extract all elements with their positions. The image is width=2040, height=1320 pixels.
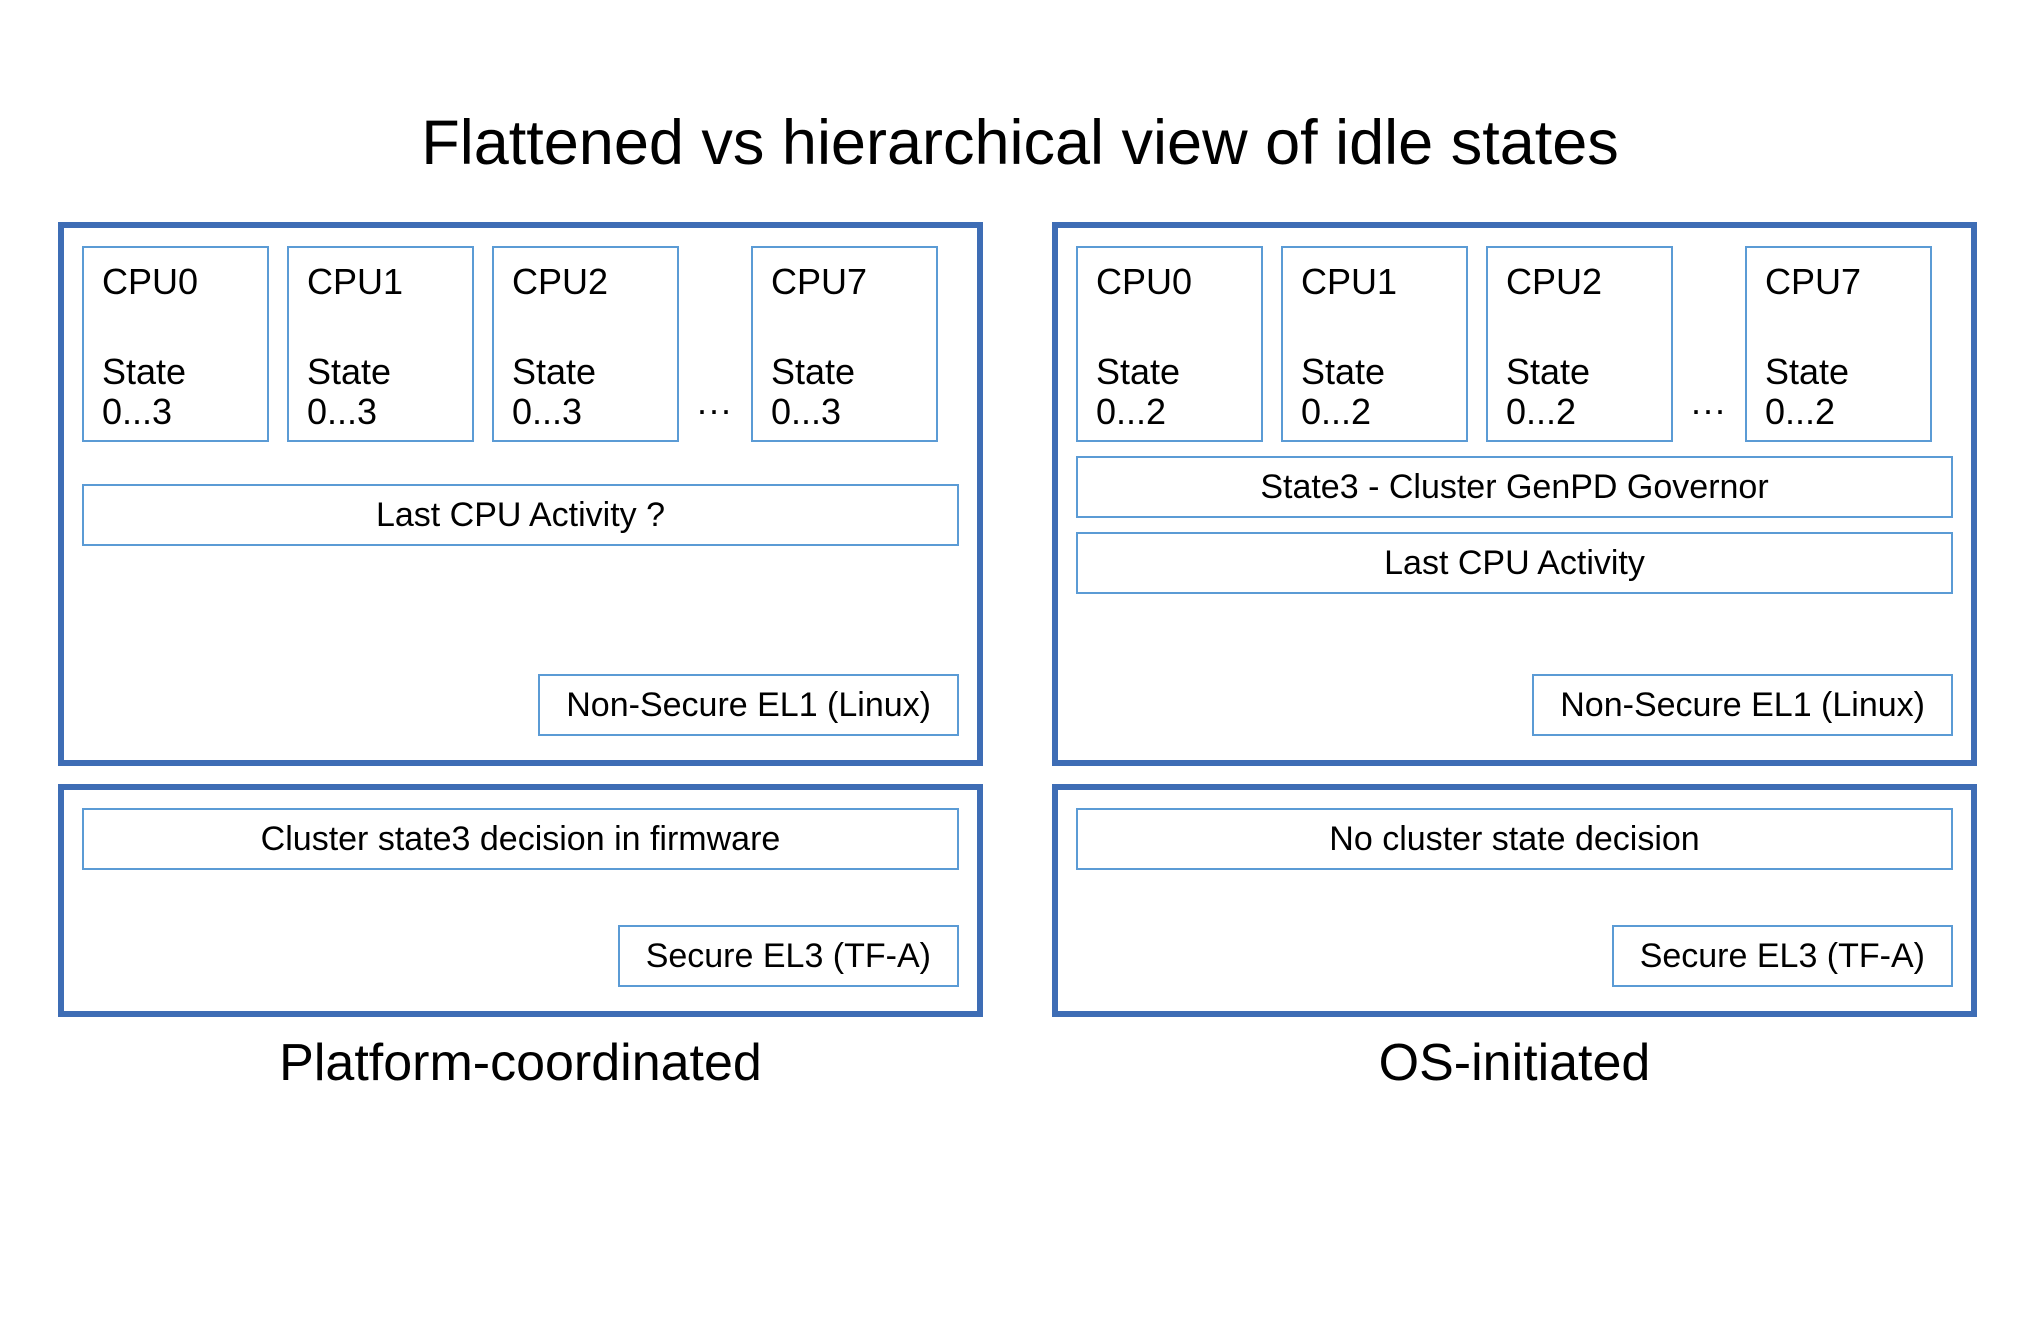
cpu-state-block: State 0...3	[307, 351, 392, 433]
cpu-label: CPU2	[1506, 261, 1603, 302]
firmware-panel-platform-coordinated: Cluster state3 decision in firmware Secu…	[58, 784, 983, 1017]
cpu-box-cpu0: CPU0 State 0...3	[82, 246, 269, 442]
cpu-state-label: State	[512, 351, 597, 392]
cpu-state-range: 0...3	[512, 391, 583, 433]
cpu-state-range: 0...2	[1506, 391, 1577, 433]
cpu-state-range: 0...2	[1765, 391, 1836, 433]
cluster-decision-bar: Cluster state3 decision in firmware	[82, 808, 959, 870]
cpu-state-block: State 0...3	[771, 351, 856, 433]
cpu-state-block: State 0...2	[1765, 351, 1850, 433]
panel-caption-os-initiated: OS-initiated	[1378, 1034, 1651, 1092]
cpu-ellipsis: ...	[697, 381, 734, 422]
diagram-column-os-initiated: CPU0 State 0...2 CPU1 State 0...2 CPU2 S…	[1052, 222, 1977, 1089]
cpu-state-block: State 0...2	[1506, 351, 1591, 433]
cpu-box-cpu1: CPU1 State 0...3	[287, 246, 474, 442]
cpu-state-label: State	[1506, 351, 1591, 392]
last-cpu-activity-bar: Last CPU Activity ?	[82, 484, 959, 546]
cpu-state-label: State	[771, 351, 856, 392]
cluster-genpd-governor-bar: State3 - Cluster GenPD Governor	[1076, 456, 1953, 518]
os-panel-os-initiated: CPU0 State 0...2 CPU1 State 0...2 CPU2 S…	[1052, 222, 1977, 766]
cpu-label: CPU0	[102, 261, 199, 302]
last-cpu-activity-bar: Last CPU Activity	[1076, 532, 1953, 594]
cpu-state-label: State	[1301, 351, 1386, 392]
panel-caption-platform-coordinated: Platform-coordinated	[279, 1034, 762, 1092]
cpu-state-block: State 0...3	[512, 351, 597, 433]
page-title: Flattened vs hierarchical view of idle s…	[421, 108, 1619, 178]
cpu-state-block: State 0...2	[1301, 351, 1386, 433]
exception-level-badge-el3: Secure EL3 (TF-A)	[617, 925, 959, 987]
cpu-state-block: State 0...3	[102, 351, 187, 433]
cpu-state-range: 0...3	[307, 391, 378, 433]
cpu-box-cpu0: CPU0 State 0...2	[1076, 246, 1263, 442]
exception-level-badge-el3: Secure EL3 (TF-A)	[1611, 925, 1953, 987]
exception-level-badge-el1: Non-Secure EL1 (Linux)	[538, 674, 959, 736]
cluster-decision-bar: No cluster state decision	[1076, 808, 1953, 870]
cpu-label: CPU1	[307, 261, 404, 302]
os-panel-platform-coordinated: CPU0 State 0...3 CPU1 State 0...3 CPU2 S…	[58, 222, 983, 766]
cpu-row-platform-coordinated: CPU0 State 0...3 CPU1 State 0...3 CPU2 S…	[82, 246, 959, 442]
cpu-box-cpu7: CPU7 State 0...3	[751, 246, 939, 442]
cpu-state-range: 0...3	[102, 391, 173, 433]
cpu-label: CPU0	[1096, 261, 1193, 302]
cpu-state-label: State	[102, 351, 187, 392]
cpu-box-cpu2: CPU2 State 0...2	[1486, 246, 1673, 442]
cpu-label: CPU7	[1765, 261, 1862, 302]
cpu-box-cpu1: CPU1 State 0...2	[1281, 246, 1468, 442]
diagram-column-platform-coordinated: CPU0 State 0...3 CPU1 State 0...3 CPU2 S…	[58, 222, 983, 1089]
firmware-panel-os-initiated: No cluster state decision Secure EL3 (TF…	[1052, 784, 1977, 1017]
cpu-ellipsis: ...	[1691, 381, 1728, 422]
cpu-state-range: 0...2	[1301, 391, 1372, 433]
cpu-state-label: State	[1765, 351, 1850, 392]
cpu-state-label: State	[1096, 351, 1181, 392]
cpu-row-os-initiated: CPU0 State 0...2 CPU1 State 0...2 CPU2 S…	[1076, 246, 1953, 442]
exception-level-badge-el1: Non-Secure EL1 (Linux)	[1532, 674, 1953, 736]
cpu-state-range: 0...2	[1096, 391, 1167, 433]
cpu-state-block: State 0...2	[1096, 351, 1181, 433]
cpu-state-label: State	[307, 351, 392, 392]
cpu-label: CPU7	[771, 261, 868, 302]
cpu-box-cpu7: CPU7 State 0...2	[1745, 246, 1933, 442]
cpu-label: CPU2	[512, 261, 609, 302]
cpu-label: CPU1	[1301, 261, 1398, 302]
cpu-box-cpu2: CPU2 State 0...3	[492, 246, 679, 442]
cpu-state-range: 0...3	[771, 391, 842, 433]
